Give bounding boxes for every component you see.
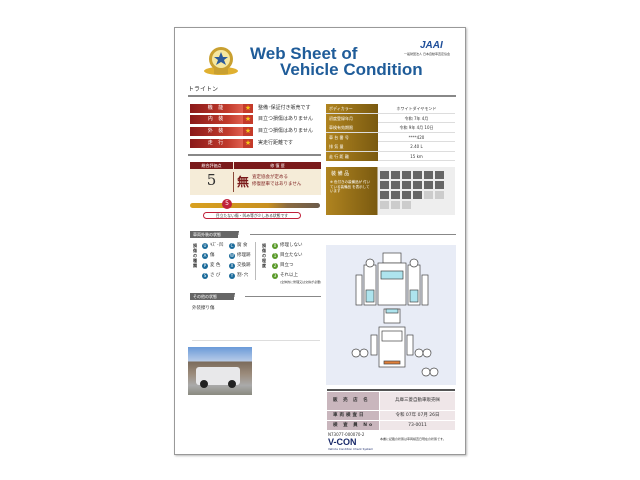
equipment-item-icon (391, 201, 400, 209)
equipment-item-icon (380, 171, 389, 179)
equipment-item-icon (380, 181, 389, 189)
equipment-item-icon (435, 181, 444, 189)
equipment-item-icon (402, 171, 411, 179)
score-box: 総合評価点 修 復 歴 5 無 査定協会が定める 修復歴車ではありません (190, 162, 321, 195)
divider (188, 154, 321, 156)
seller-row: 車両検査日令和 07年 07月 26日 (327, 411, 455, 420)
star-icon: ★ (243, 115, 253, 124)
equipment-item-icon (402, 181, 411, 189)
equipment-item-icon (391, 191, 400, 199)
section-header-other: その他の状態 (190, 293, 245, 300)
title-line-1: Web Sheet of (250, 44, 358, 63)
equipment-item-icon (424, 171, 433, 179)
equipment-item-icon (402, 191, 411, 199)
equipment-item-icon (413, 181, 422, 189)
spec-row: 車 台 番 号****420 (326, 132, 455, 142)
divider (188, 95, 456, 97)
rating-row: 走 行★実走行距離です (190, 139, 330, 148)
equipment-item-icon (391, 171, 400, 179)
damage-diagram (326, 245, 456, 385)
rating-row: 外 装★目立つ損傷はありません (190, 127, 330, 136)
spec-row: 初度登録年月令和 7年 4月 (326, 113, 455, 123)
jaai-subtitle: 一般財団法人 日本自動車査定協会 (404, 52, 450, 56)
equipment-item-icon (424, 191, 433, 199)
vcon-logo (203, 45, 239, 77)
score-scale-bar (190, 203, 320, 208)
spec-row: ボディカラーホワイトダイヤモンド (326, 104, 455, 114)
star-icon: ★ (243, 104, 253, 113)
jaai-logo: JAAI (420, 40, 443, 51)
repair-mark: 無 (237, 175, 250, 189)
rating-row: 内 装★目立つ損傷はありません (190, 115, 330, 124)
vcon-brand: V-CON (328, 437, 357, 447)
equipment-item-icon (413, 171, 422, 179)
damage-type-label: 損傷の種類 (193, 243, 197, 268)
vehicle-name: トライトン (188, 86, 219, 93)
equipment-item-icon (424, 181, 433, 189)
score-caption: 目立たない傷・凹み等が少しある状態です (203, 212, 301, 219)
spec-row: 車検有効期限令和 9年 4月 10日 (326, 123, 455, 133)
star-icon: ★ (243, 127, 253, 136)
vehicle-photo (188, 347, 252, 395)
equipment-item-icon (435, 171, 444, 179)
other-condition-text: 外装擦り傷 (192, 306, 215, 311)
equipment-item-icon (402, 201, 411, 209)
equipment-item-icon (380, 201, 389, 209)
section-header-exterior: 車両外装の状態 (190, 231, 250, 238)
car-outline-icon (351, 252, 439, 377)
seller-row: 販 売 店 名兵庫三菱自動車販売㈱ (327, 392, 455, 410)
score-scale-marker: 5 (222, 199, 232, 209)
sheet-number: N73077-000070-2 (328, 432, 365, 437)
equipment-item-icon (435, 191, 444, 199)
equipment-item-icon (391, 181, 400, 189)
rating-row: 機 能★整備･保証付き販売です (190, 104, 330, 113)
equipment-item-icon (413, 191, 422, 199)
damage-degree-label: 損傷の程度 (262, 243, 266, 268)
star-icon: ★ (243, 139, 253, 148)
title-line-2: Vehicle Condition (280, 60, 423, 79)
equipment-grid (379, 170, 455, 210)
equipment-item-icon (380, 191, 389, 199)
equipment-box: 装 備 品 ※ 色付きの装備品が 付いている装備品 を表示しています (326, 167, 455, 215)
score-value: 5 (206, 171, 217, 189)
